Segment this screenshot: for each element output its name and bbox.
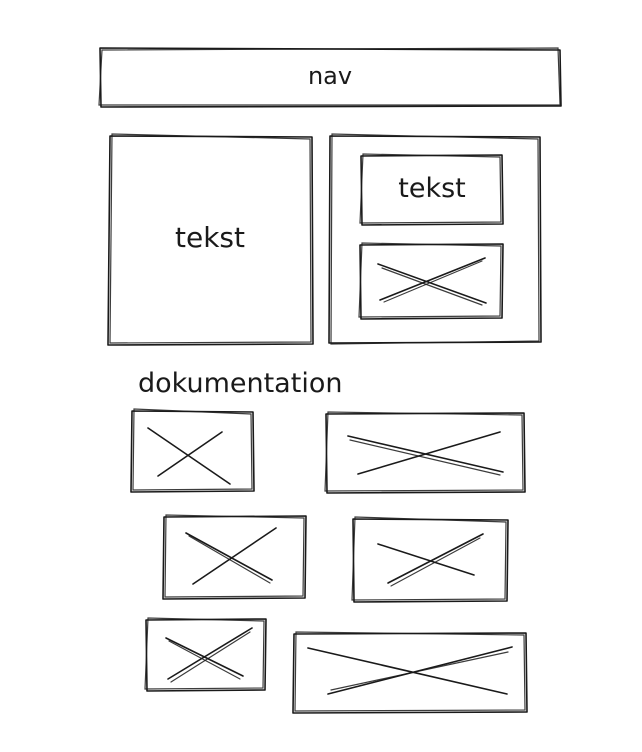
left-text-label: tekst	[175, 221, 245, 254]
doc-image-placeholder-4	[351, 516, 509, 603]
hero-image-placeholder	[358, 242, 504, 320]
nav-box: nav	[98, 47, 562, 108]
doc-image-placeholder-2	[324, 411, 526, 494]
doc-image-placeholder-6	[292, 631, 528, 714]
nav-label: nav	[308, 62, 352, 90]
doc-image-placeholder-5	[144, 617, 267, 692]
right-text-box: tekst	[359, 153, 504, 226]
right-text-label: tekst	[398, 173, 466, 204]
right-container-box: tekst	[328, 133, 542, 345]
documentation-heading: dokumentation	[138, 368, 342, 399]
doc-image-placeholder-3	[162, 514, 307, 600]
left-text-box: tekst	[107, 133, 314, 346]
doc-image-placeholder-1	[130, 408, 255, 493]
